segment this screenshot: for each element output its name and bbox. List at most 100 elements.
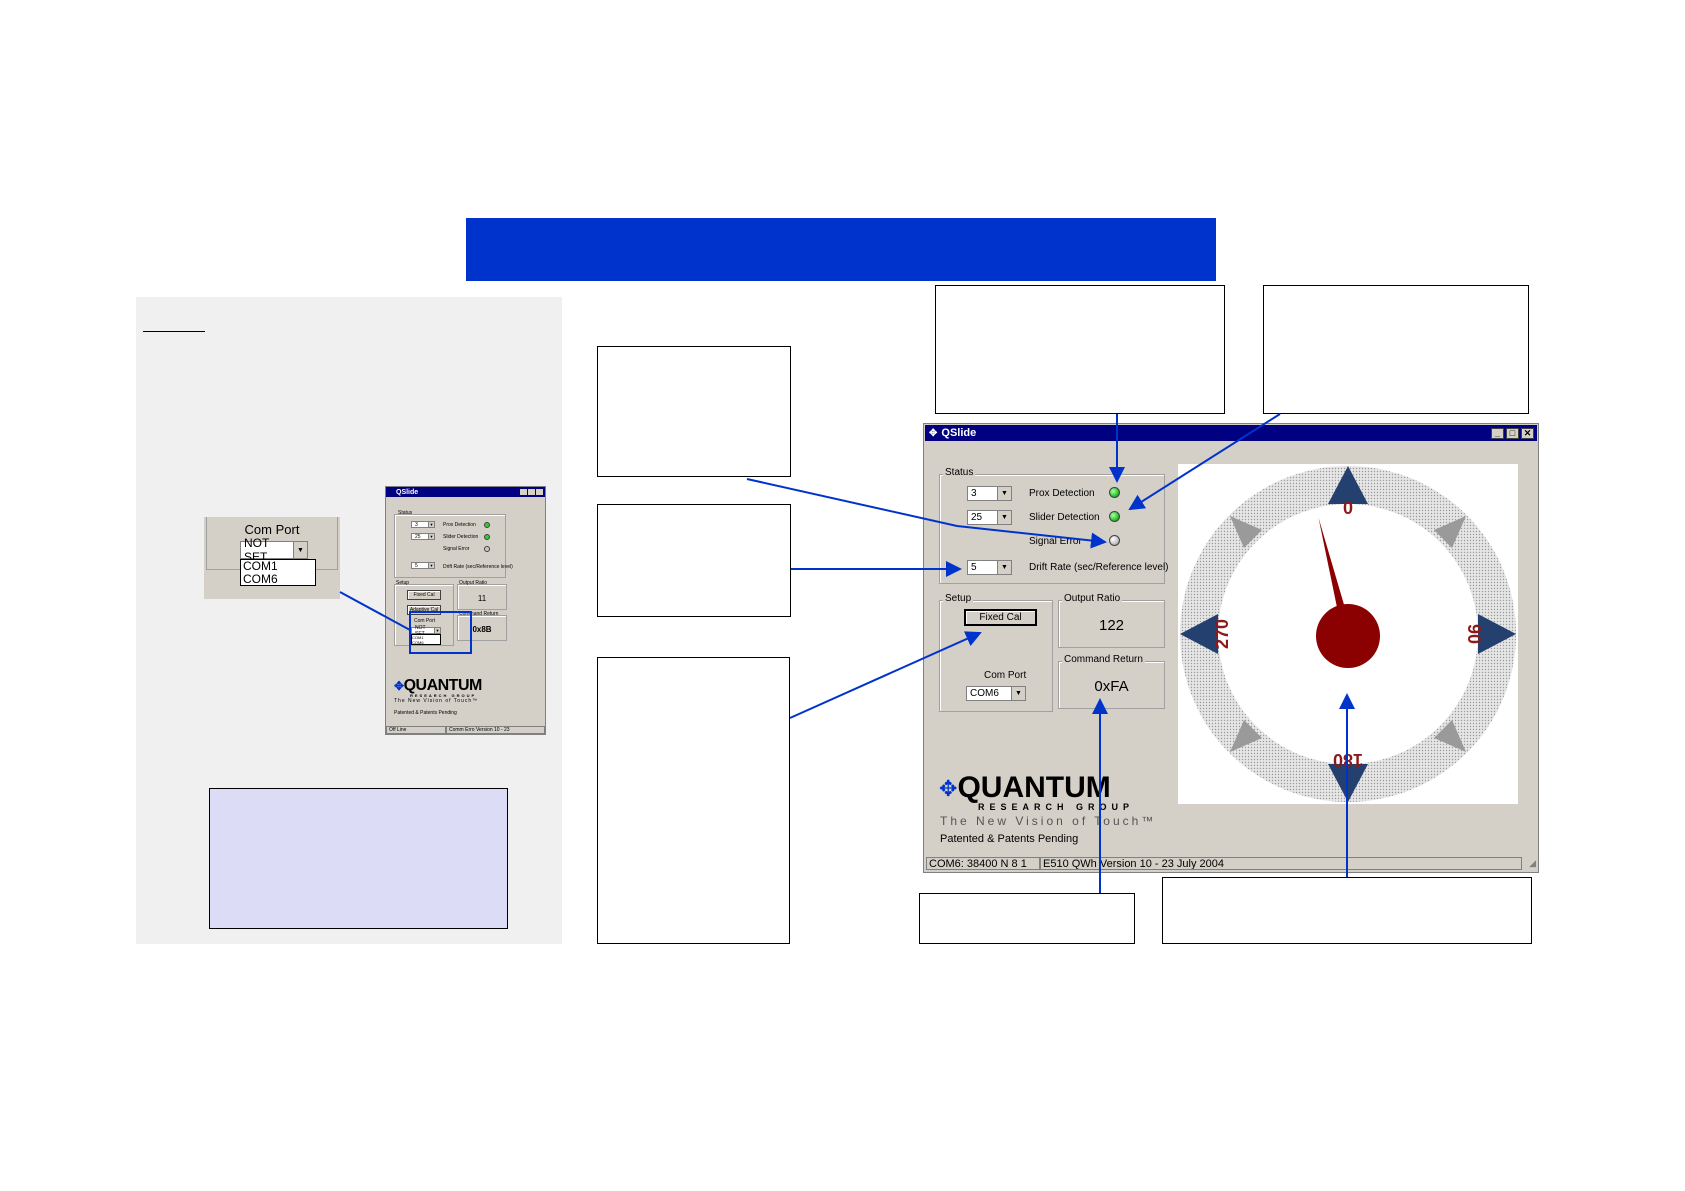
com-port-highlight xyxy=(409,611,472,654)
dial-arrow-bl-icon xyxy=(1230,720,1262,752)
small-prox-led xyxy=(484,522,490,528)
logo-subtitle: RESEARCH GROUP xyxy=(978,802,1135,812)
chevron-down-icon[interactable]: ▼ xyxy=(293,542,307,558)
main-title-bar: ✥ QSlide _ □ ✕ xyxy=(925,425,1537,441)
fixed-cal-button[interactable]: Fixed Cal xyxy=(964,609,1037,626)
command-return-value: 0xFA xyxy=(1094,677,1129,695)
chevron-down-icon[interactable]: ▼ xyxy=(997,511,1011,524)
callout-slider-detection xyxy=(1263,285,1529,414)
slider-detection-label: Slider Detection xyxy=(1029,512,1100,523)
small-status-bar: Off Line Comm Erro Version 10 - 23 xyxy=(386,726,545,734)
small-com-option-2[interactable]: COM6 xyxy=(412,640,424,645)
small-combo-2[interactable]: 25▼ xyxy=(411,533,435,540)
small-patent: Patented & Patents Pending xyxy=(394,710,457,716)
setup-group-label: Setup xyxy=(943,593,974,604)
dial-arrow-tr-icon xyxy=(1434,516,1466,548)
prox-detection-led xyxy=(1109,487,1120,498)
small-fixed-cal-button[interactable]: Fixed Cal xyxy=(407,590,441,600)
close-icon[interactable]: ✕ xyxy=(1521,427,1534,439)
minimize-icon[interactable] xyxy=(520,489,527,495)
status-combo-2-value: 25 xyxy=(971,512,983,523)
small-tagline: The New Vision of Touch™ xyxy=(394,698,479,704)
callout-fixed-cal xyxy=(597,657,790,944)
small-output-ratio-group xyxy=(457,584,507,610)
signal-error-led xyxy=(1109,535,1120,546)
small-output-ratio-value: 11 xyxy=(477,593,487,603)
dial-label-0: 0 xyxy=(1343,498,1353,518)
com-option-2[interactable]: COM6 xyxy=(243,572,278,586)
small-status-group xyxy=(394,514,506,578)
dial-label-180: 180 xyxy=(1333,750,1363,770)
chevron-down-icon[interactable]: ▼ xyxy=(997,561,1011,574)
com-port-select[interactable]: COM6 ▼ xyxy=(966,686,1026,701)
patent-text: Patented & Patents Pending xyxy=(940,833,1079,845)
small-setup-label: Setup xyxy=(396,580,410,586)
logo-icon: ✥ xyxy=(394,679,404,693)
output-ratio-value: 122 xyxy=(1098,616,1125,634)
maximize-icon[interactable]: □ xyxy=(1506,427,1519,439)
status-combo-1-value: 3 xyxy=(971,488,977,499)
status-combo-1[interactable]: 3▼ xyxy=(967,486,1012,501)
slider-detection-led xyxy=(1109,511,1120,522)
dial-arrow-br-icon xyxy=(1434,720,1466,752)
small-command-return-value: 0x8B xyxy=(472,624,492,634)
logo-icon: ✥ xyxy=(939,776,958,802)
prox-detection-label: Prox Detection xyxy=(1029,488,1095,499)
small-combo-drift[interactable]: 5▼ xyxy=(411,562,435,569)
small-com-list: COM1 COM6 xyxy=(411,634,441,645)
maximize-icon[interactable] xyxy=(528,489,535,495)
dial-label-270: 270 xyxy=(1212,619,1232,649)
minimize-icon[interactable]: _ xyxy=(1491,427,1504,439)
status-bar-left: COM6: 38400 N 8 1 xyxy=(926,857,1040,870)
small-prox-label: Prox Detection xyxy=(443,522,476,528)
close-icon[interactable] xyxy=(536,489,543,495)
drift-rate-value: 5 xyxy=(971,562,977,573)
quantum-logo: ✥QUANTUM xyxy=(939,771,1111,805)
left-note-box xyxy=(209,788,508,929)
heading-underline xyxy=(143,331,205,332)
logo-tagline: The New Vision of Touch™ xyxy=(940,814,1157,828)
small-status-left: Off Line xyxy=(386,726,446,734)
app-icon: ✥ xyxy=(929,427,938,439)
command-return-label: Command Return xyxy=(1062,654,1145,665)
output-ratio-label: Output Ratio xyxy=(1062,593,1123,604)
chevron-down-icon[interactable]: ▼ xyxy=(1011,687,1025,700)
dial-arrow-bottom-icon xyxy=(1328,764,1368,802)
slide-title-banner xyxy=(466,218,1216,281)
small-combo-1[interactable]: 3▼ xyxy=(411,521,435,528)
com-port-zoom: Com Port NOT SET ▼ COM1 COM6 xyxy=(204,517,340,599)
dial-arrow-top-icon xyxy=(1328,466,1368,504)
dial-label-90: 90 xyxy=(1464,624,1484,644)
callout-prox-detection xyxy=(935,285,1225,414)
small-slider-label: Slider Detection xyxy=(443,534,479,540)
com-option-1[interactable]: COM1 xyxy=(243,559,278,573)
small-com-option-1[interactable]: COM1 xyxy=(412,635,424,640)
dial-graphic: 0 90 180 270 xyxy=(1180,466,1516,802)
com-port-zoom-list: COM1 COM6 xyxy=(240,559,316,586)
com-port-label: Com Port xyxy=(984,670,1027,681)
small-command-return-group xyxy=(457,615,507,641)
small-output-ratio-label: Output Ratio xyxy=(459,580,488,586)
chevron-down-icon[interactable]: ▼ xyxy=(997,487,1011,500)
drift-rate-label: Drift Rate (sec/Reference level) xyxy=(1029,562,1169,573)
signal-error-label: Signal Error xyxy=(1029,536,1082,547)
main-status-bar: COM6: 38400 N 8 1 E510 QWh Version 10 - … xyxy=(926,856,1536,871)
com-port-zoom-select[interactable]: NOT SET ▼ xyxy=(240,536,308,564)
small-status-right: Comm Erro Version 10 - 23 xyxy=(446,726,545,734)
callout-command-return xyxy=(919,893,1135,944)
callout-dial xyxy=(1162,877,1532,944)
dial-arrow-right-icon xyxy=(1478,614,1516,654)
status-group-label: Status xyxy=(943,467,976,478)
com-port-value: COM6 xyxy=(970,688,999,699)
dial-panel: 0 90 180 270 xyxy=(1178,464,1518,804)
dial-hub xyxy=(1316,604,1380,668)
small-signal-led xyxy=(484,546,490,552)
small-title-bar: QSlide xyxy=(386,487,545,497)
small-status-label: Status xyxy=(398,510,413,516)
drift-rate-combo[interactable]: 5▼ xyxy=(967,560,1012,575)
status-combo-2[interactable]: 25 ▼ xyxy=(967,510,1012,525)
resize-grip-icon[interactable]: ◢ xyxy=(1529,858,1536,868)
com-port-zoom-label: Com Port xyxy=(244,522,300,537)
small-com-select[interactable]: NOT SET▼ xyxy=(411,625,441,637)
callout-drift-rate xyxy=(597,504,791,617)
